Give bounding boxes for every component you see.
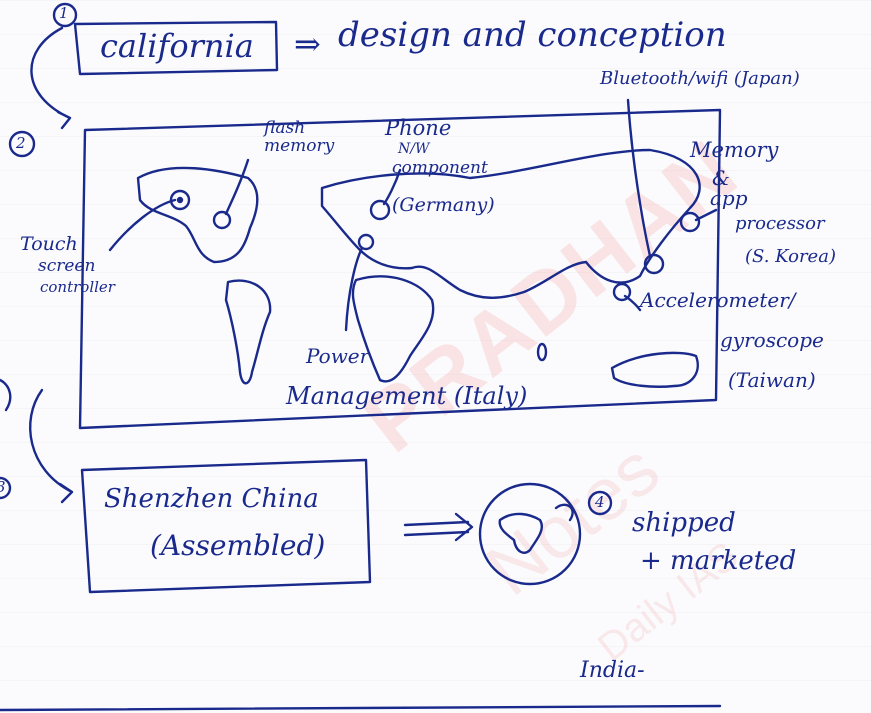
step-3-circle xyxy=(0,476,12,500)
arrow-3-to-box xyxy=(29,388,74,504)
arrow-1-to-2 xyxy=(30,26,72,130)
step-4-number: 4 xyxy=(595,493,605,511)
california-box xyxy=(73,20,279,76)
marker-flash xyxy=(212,210,232,230)
shipped-label-2: + marketed xyxy=(640,546,797,576)
power-label-1: Power xyxy=(306,344,370,368)
bottom-rule xyxy=(0,704,722,712)
north-america-outline xyxy=(136,166,259,264)
leader-germany xyxy=(382,168,402,206)
marker-germany xyxy=(369,199,391,221)
step-4-circle xyxy=(587,490,613,516)
globe-land-2 xyxy=(554,503,574,522)
accel-label-2: gyroscope xyxy=(720,328,824,352)
memory-label-3: app xyxy=(710,186,748,210)
california-label: california xyxy=(100,27,254,65)
leader-taiwan xyxy=(623,294,642,312)
globe-land xyxy=(498,512,544,554)
phone-label-3: component xyxy=(392,158,488,178)
step-3-mark xyxy=(0,378,12,412)
step-2-circle xyxy=(8,130,36,158)
marker-taiwan xyxy=(612,282,632,302)
footer-label: India- xyxy=(580,658,645,683)
touch-label-3: controller xyxy=(40,278,115,296)
memory-label-1: Memory xyxy=(690,138,779,162)
step-3-number: 3 xyxy=(0,480,6,495)
step-2-number: 2 xyxy=(16,134,26,152)
phone-label-2: N/W xyxy=(398,141,430,157)
shenzhen-label-1: Shenzhen China xyxy=(104,484,319,514)
marker-japan xyxy=(643,253,665,275)
touch-label-2: screen xyxy=(38,256,96,276)
leader-touch xyxy=(108,198,177,252)
memory-label-2: & xyxy=(712,166,730,190)
leader-korea xyxy=(694,208,718,222)
shenzhen-box xyxy=(80,458,372,594)
eurasia-outline xyxy=(320,148,701,299)
island-outline xyxy=(536,342,548,362)
leader-italy xyxy=(344,246,364,332)
touch-label-1: Touch xyxy=(20,233,78,255)
power-label-2: Management (Italy) xyxy=(286,382,528,410)
flash-memory-label: flash memory xyxy=(264,118,335,156)
map-frame xyxy=(78,108,722,430)
accel-label-3: (Taiwan) xyxy=(728,368,816,392)
leader-japan xyxy=(626,98,652,258)
globe xyxy=(478,482,582,586)
leader-flash xyxy=(224,158,250,216)
phone-label-4: (Germany) xyxy=(392,194,495,216)
top-arrow: ⇒ xyxy=(294,25,321,63)
arrow-to-globe xyxy=(403,512,474,542)
step-1-circle xyxy=(52,2,78,28)
memory-label-4: processor xyxy=(735,213,825,234)
step-1-number: 1 xyxy=(59,4,69,22)
accel-label-1: Accelerometer/ xyxy=(640,288,796,312)
phone-label-1: Phone xyxy=(385,116,452,140)
shipped-label-1: shipped xyxy=(632,508,736,538)
south-america-outline xyxy=(224,279,272,385)
memory-label-5: (S. Korea) xyxy=(745,246,836,267)
marker-korea xyxy=(679,211,701,233)
shenzhen-label-2: (Assembled) xyxy=(150,529,326,562)
australia-outline xyxy=(610,351,699,388)
africa-outline xyxy=(351,275,435,383)
marker-italy xyxy=(357,233,375,251)
design-caption: design and conception xyxy=(338,15,727,55)
bluetooth-label: Bluetooth/wifi (Japan) xyxy=(600,68,800,89)
